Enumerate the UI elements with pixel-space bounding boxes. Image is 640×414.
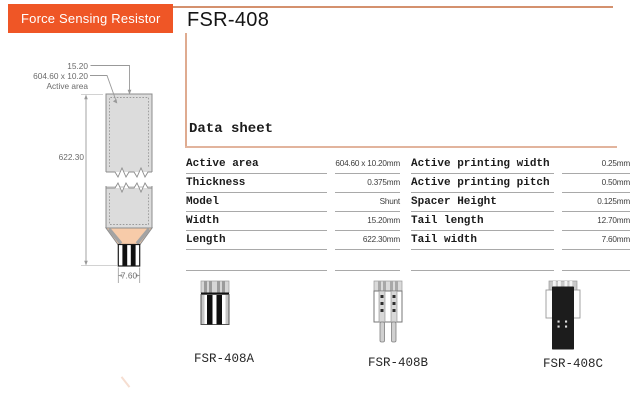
spec-value: 0.375mm — [335, 174, 400, 193]
spec-row: Spacer Height 0.125mm — [411, 193, 630, 212]
page-title: FSR-408 — [187, 9, 270, 31]
column-gap — [327, 212, 335, 231]
dim-length-label: 622.30 — [59, 152, 85, 162]
sensor-body-lower — [106, 186, 152, 228]
dim-tail-label: 7.60 — [121, 271, 138, 281]
spec-row: Active printing width 0.25mm — [411, 155, 630, 174]
vertical-accent-rule — [185, 33, 187, 147]
spec-label: Thickness — [186, 174, 327, 193]
column-gap — [327, 155, 335, 174]
dim-length-arrow-top — [84, 94, 88, 100]
spec-label: Active area — [186, 155, 327, 174]
spec-row-empty — [186, 250, 400, 271]
brand-banner: Force Sensing Resistor — [8, 4, 173, 33]
spec-label — [186, 250, 327, 271]
dim-width-label: 15.20 — [67, 61, 88, 71]
column-gap — [554, 231, 562, 250]
spec-label: Spacer Height — [411, 193, 554, 212]
column-gap — [554, 155, 562, 174]
spec-value: 604.60 x 10.20mm — [335, 155, 400, 174]
taper-stripe-left — [107, 227, 123, 245]
column-gap — [327, 193, 335, 212]
sensor-body-outline-lower — [105, 186, 153, 228]
stray-mark — [120, 376, 131, 388]
dim-active-area-caption: Active area — [46, 81, 88, 91]
spec-value: 7.60mm — [562, 231, 630, 250]
fsr-408c-connector-drawing — [545, 280, 581, 350]
spec-row: Active area 604.60 x 10.20mm — [186, 155, 400, 174]
taper-stripe-right — [135, 227, 151, 245]
spec-row: Active printing pitch 0.50mm — [411, 174, 630, 193]
variant-label-fsr-408c: FSR-408C — [542, 357, 603, 371]
fsr-408a-connector-drawing — [200, 280, 230, 325]
spec-row: Tail length 12.70mm — [411, 212, 630, 231]
spec-value: 12.70mm — [562, 212, 630, 231]
spec-row: Thickness 0.375mm — [186, 174, 400, 193]
spec-value — [562, 250, 630, 271]
variant-label-fsr-408b: FSR-408B — [367, 356, 428, 370]
spec-value: 0.25mm — [562, 155, 630, 174]
brand-banner-label: Force Sensing Resistor — [21, 11, 161, 26]
spec-table-left: Active area 604.60 x 10.20mm Thickness 0… — [186, 155, 400, 271]
top-accent-rule — [173, 6, 613, 8]
dim-length-arrow-bottom — [84, 260, 88, 266]
spec-value: 0.125mm — [562, 193, 630, 212]
tail-conductor-left — [122, 245, 128, 266]
fsr-408b-connector-drawing — [373, 280, 403, 343]
datasheet-heading: Data sheet — [189, 121, 274, 137]
spec-value: 622.30mm — [335, 231, 400, 250]
spec-row: Model Shunt — [186, 193, 400, 212]
spec-label — [411, 250, 554, 271]
sensor-body-upper — [106, 94, 152, 172]
spec-label: Width — [186, 212, 327, 231]
column-gap — [327, 231, 335, 250]
column-gap — [327, 250, 335, 271]
spec-row: Length 622.30mm — [186, 231, 400, 250]
spec-label: Length — [186, 231, 327, 250]
sensor-diagram: 15.20 604.60 x 10.20 Active area 622.30 … — [33, 61, 153, 283]
dim-tail-arrow-right — [135, 273, 140, 278]
dim-active-area-label: 604.60 x 10.20 — [33, 71, 88, 81]
dim-width-arrow — [127, 89, 132, 95]
column-gap — [554, 212, 562, 231]
break-zigzag-upper — [106, 166, 152, 178]
dim-active-area-arrow — [112, 99, 118, 104]
column-gap — [554, 193, 562, 212]
spec-table-right: Active printing width 0.25mm Active prin… — [411, 155, 630, 271]
spec-value: 15.20mm — [335, 212, 400, 231]
dim-tail-arrow-left — [118, 273, 123, 278]
spec-label: Active printing pitch — [411, 174, 554, 193]
sensor-tail — [117, 243, 141, 267]
spec-value — [335, 250, 400, 271]
spec-row-empty — [411, 250, 630, 271]
break-zigzag-lower — [106, 182, 152, 194]
column-gap — [554, 250, 562, 271]
spec-label: Model — [186, 193, 327, 212]
spec-row: Tail width 7.60mm — [411, 231, 630, 250]
spec-label: Tail length — [411, 212, 554, 231]
spec-label: Tail width — [411, 231, 554, 250]
variant-label-fsr-408a: FSR-408A — [193, 352, 254, 366]
spec-row: Width 15.20mm — [186, 212, 400, 231]
spec-value: 0.50mm — [562, 174, 630, 193]
dim-width-leader — [90, 65, 130, 90]
dim-active-area-leader — [90, 75, 117, 100]
column-gap — [327, 174, 335, 193]
spec-value: Shunt — [335, 193, 400, 212]
datasheet-rule — [185, 146, 617, 148]
column-gap — [554, 174, 562, 193]
spec-label: Active printing width — [411, 155, 554, 174]
dim-tail-label-bg — [122, 269, 136, 281]
sensor-body-outline-upper — [105, 93, 153, 172]
tail-conductor-right — [130, 245, 136, 266]
